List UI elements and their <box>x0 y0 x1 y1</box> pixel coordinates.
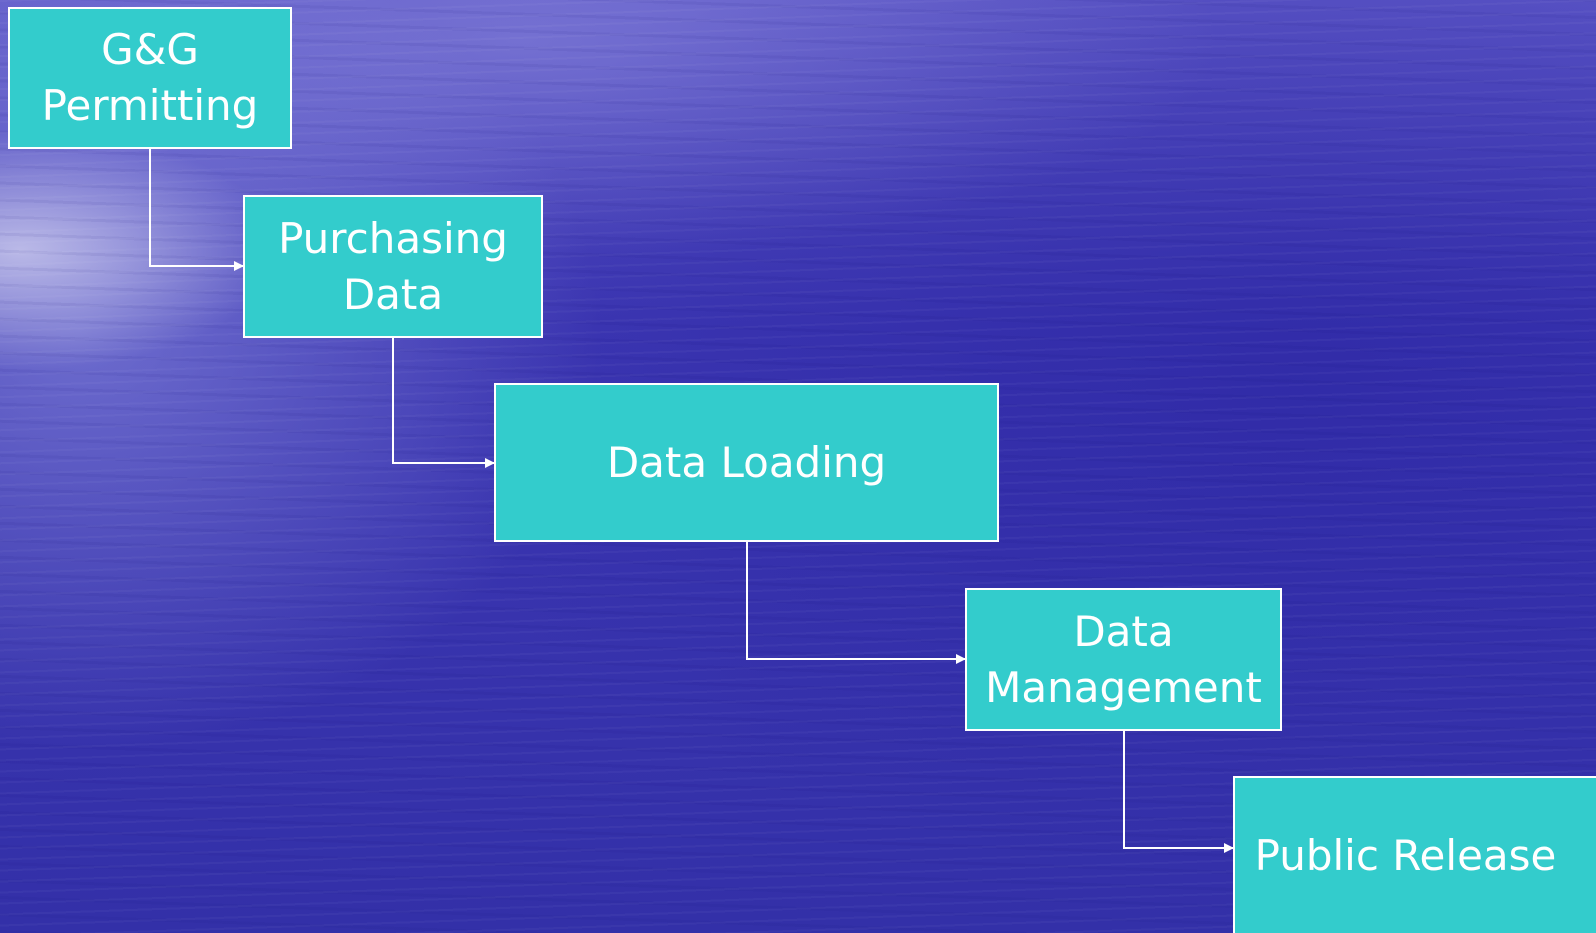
step-label-line: Purchasing <box>278 213 508 263</box>
connector-gg-to-purchasing <box>149 149 244 271</box>
step-gg-permitting: G&G Permitting <box>8 7 292 149</box>
step-label-line: Permitting <box>41 81 259 130</box>
step-label-line: Data <box>1073 606 1174 656</box>
step-public-release: Public Release <box>1233 776 1596 933</box>
step-label-line: Public Release <box>1254 830 1557 880</box>
connector-management-to-release <box>1123 731 1234 853</box>
step-data-management: Data Management <box>965 588 1282 731</box>
step-label-line: Management <box>985 662 1262 712</box>
step-label-line: G&G <box>101 25 199 74</box>
step-data-loading: Data Loading <box>494 383 999 542</box>
step-label-line: Data Loading <box>606 437 887 487</box>
connector-purchasing-to-loading <box>392 338 495 468</box>
step-label-line: Data <box>342 269 444 319</box>
connector-loading-to-management <box>746 542 966 664</box>
step-purchasing-data: Purchasing Data <box>243 195 543 338</box>
